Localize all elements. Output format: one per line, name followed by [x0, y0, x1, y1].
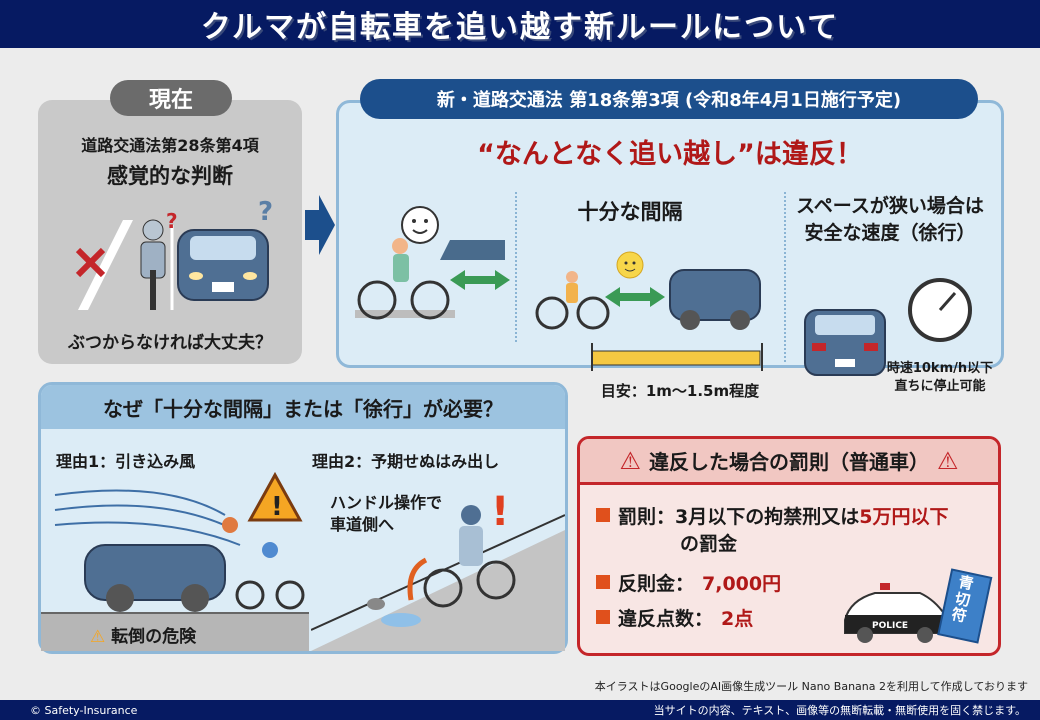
- current-badge: 現在: [110, 80, 232, 116]
- cyclist-smile-illustration: [355, 206, 510, 320]
- warning-icon: ⚠: [619, 446, 641, 475]
- ai-credit-note: 本イラストはGoogleのAI画像生成ツール Nano Banana 2を利用し…: [594, 680, 1028, 693]
- penalty-item-reprieve: 反則金：7,000円: [596, 569, 781, 596]
- svg-text:!: !: [491, 489, 509, 535]
- slow-title: スペースが狭い場合は 安全な速度（徐行）: [796, 195, 984, 244]
- header-bar: クルマが自転車を追い越す新ルールについて: [0, 0, 1040, 48]
- reasons-title: なぜ「十分な間隔」または「徐行」が必要？: [41, 385, 565, 429]
- tape-measure-icon: [591, 343, 763, 371]
- penalty-title: ⚠ 違反した場合の罰則（普通車） ⚠: [580, 439, 998, 485]
- current-judgement-text: 感覚的な判断: [107, 164, 233, 188]
- road-strip: [41, 612, 309, 651]
- question-icon: ?: [166, 209, 178, 233]
- wind-draft-illustration: !: [54, 471, 305, 612]
- warning-icon: ⚠: [90, 627, 106, 647]
- car-rear-speedometer-illustration: [804, 278, 972, 376]
- blue-ticket-icon: [937, 568, 993, 644]
- new-law-badge: 新・道路交通法 第18条第3項 (令和8年4月1日施行予定): [360, 79, 978, 119]
- footer-bar: © Safety-Insurance 当サイトの内容、テキスト、画像等の無断転載…: [0, 700, 1040, 720]
- copyright: © Safety-Insurance: [30, 703, 138, 717]
- gap-illustration: [535, 251, 761, 330]
- reason-1-label: 理由1：引き込み風: [56, 452, 196, 471]
- bullet-icon: [596, 610, 610, 624]
- gap-distance-note: 目安：1m〜1.5m程度: [600, 382, 760, 400]
- divider: [515, 192, 517, 342]
- arrow-right-icon: [305, 195, 335, 255]
- current-scene-illustration: ? ?: [75, 200, 273, 310]
- swerve-illustration: !: [311, 489, 565, 651]
- violation-headline: “なんとなく追い越し”は違反！: [477, 139, 863, 170]
- usage-notice: 当サイトの内容、テキスト、画像等の無断転載・無断使用を固く禁じます。: [653, 704, 1026, 717]
- reason-2-label: 理由2：予期せぬはみ出し: [312, 452, 500, 471]
- bullet-icon: [596, 508, 610, 522]
- svg-text:POLICE: POLICE: [872, 621, 908, 631]
- svg-text:!: !: [271, 492, 283, 522]
- current-question-text: ぶつからなければ大丈夫？: [68, 333, 272, 353]
- swerve-note: ハンドル操作で 車道側へ: [330, 493, 443, 535]
- warning-icon: !: [247, 471, 303, 522]
- danger-label: ⚠ 転倒の危険: [90, 627, 197, 647]
- penalty-item-fine: 罰則：3月以下の拘禁刑又は5万円以下 の罰金: [596, 502, 948, 556]
- speed-note: 時速10km/h以下 直ちに停止可能: [886, 361, 994, 395]
- siren-icon: [880, 583, 890, 590]
- bullet-icon: [596, 575, 610, 589]
- new-rule-panel: [336, 100, 1004, 368]
- penalty-item-points: 違反点数：2点: [596, 604, 753, 631]
- current-law-text: 道路交通法第28条第4項: [81, 136, 259, 155]
- page-title: クルマが自転車を追い越す新ルールについて: [200, 10, 840, 45]
- svg-text:?: ?: [258, 200, 273, 227]
- cross-icon: [75, 247, 106, 278]
- warning-icon: ⚠: [937, 446, 959, 475]
- police-car-illustration: POLICE: [844, 568, 993, 644]
- gap-title: 十分な間隔: [577, 200, 683, 224]
- divider: [784, 192, 786, 362]
